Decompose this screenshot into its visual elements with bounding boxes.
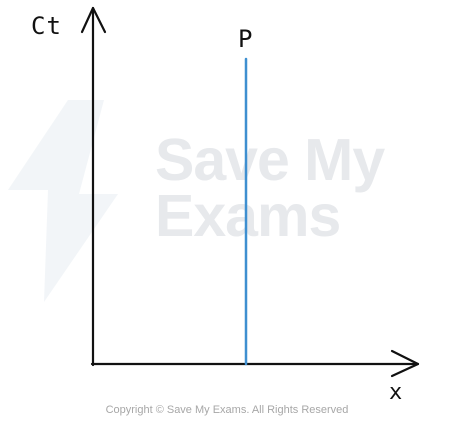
y-axis-label: Ct xyxy=(31,12,62,40)
p-line-label: P xyxy=(238,25,253,53)
watermark: Save My Exams xyxy=(155,127,385,250)
watermark-line-1: Save My xyxy=(155,127,385,193)
x-axis-label: x xyxy=(389,380,403,405)
x-axis-arrowhead xyxy=(390,349,420,378)
watermark-bolt-icon xyxy=(8,100,118,302)
watermark-line-2: Exams xyxy=(155,183,341,250)
y-axis-arrowhead xyxy=(80,6,107,34)
copyright-text: Copyright © Save My Exams. All Rights Re… xyxy=(105,404,349,416)
